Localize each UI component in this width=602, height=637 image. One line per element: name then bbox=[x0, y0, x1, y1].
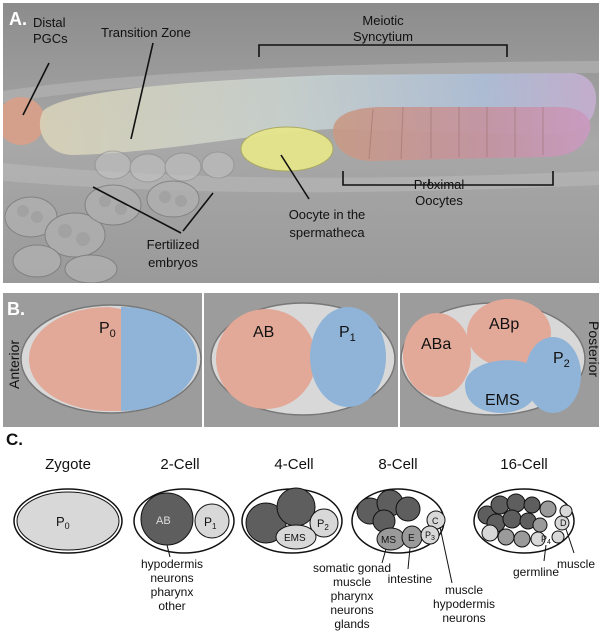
eight-cell-ms-label: MS bbox=[381, 535, 396, 546]
ems-label: EMS bbox=[485, 392, 520, 409]
stage-4cell-title: 4-Cell bbox=[274, 456, 313, 473]
ab-fate-4: other bbox=[158, 599, 185, 613]
spermatheca-label-line2: spermatheca bbox=[289, 225, 365, 240]
embryo-four-cell bbox=[400, 299, 586, 416]
four-cell-diagram bbox=[241, 487, 343, 554]
stage-16cell-title: 16-Cell bbox=[500, 456, 548, 473]
eight-cell-e-label: E bbox=[408, 533, 415, 544]
ms-fate-3: pharynx bbox=[331, 589, 374, 603]
zygote-p0-label: P0 bbox=[56, 514, 70, 531]
ms-fate-1: somatic gonad bbox=[313, 561, 391, 575]
panel-c-svg: C. Zygote 2-Cell 4-Cell 8-Cell 16-Cell P… bbox=[6, 430, 595, 631]
d-fate-label: muscle bbox=[557, 557, 595, 571]
panel-c-lineage-diagram: C. Zygote 2-Cell 4-Cell 8-Cell 16-Cell P… bbox=[0, 427, 602, 637]
panel-b-embryo-micrographs: B. Anterior Posterior P0 AB P1 ABa ABp P… bbox=[3, 293, 599, 427]
eight-cell-diagram bbox=[351, 488, 446, 554]
e-fate-label: intestine bbox=[388, 572, 433, 586]
p4-fate-label: germline bbox=[513, 565, 559, 579]
four-cell-ems-label: EMS bbox=[284, 533, 306, 544]
sixteen-cell-d-label: D bbox=[560, 518, 567, 528]
stage-8cell-title: 8-Cell bbox=[378, 456, 417, 473]
proximal-label-line1: Proximal bbox=[414, 177, 465, 192]
panel-a-svg: A. Distal PGCs Transition Zone Meiotic S… bbox=[3, 3, 599, 283]
ab-label: AB bbox=[253, 324, 274, 341]
ms-fates-list: somatic gonad muscle pharynx neurons gla… bbox=[313, 561, 391, 631]
sixteen-cell-p4-label: P4 bbox=[541, 534, 551, 546]
c-fate-2: hypodermis bbox=[433, 597, 495, 611]
embryos-label-line2: embryos bbox=[148, 255, 198, 270]
ms-fate-2: muscle bbox=[333, 575, 371, 589]
fertilized-embryos-cluster bbox=[4, 180, 200, 283]
distal-pgcs-label-line1: Distal bbox=[33, 15, 66, 30]
meiotic-label-line1: Meiotic bbox=[362, 13, 404, 28]
embryos-label-line1: Fertilized bbox=[147, 237, 200, 252]
proximal-label-line2: Oocytes bbox=[415, 193, 463, 208]
c-fate-1: muscle bbox=[445, 583, 483, 597]
two-cell-ab-label: AB bbox=[156, 515, 171, 527]
abp-label: ABp bbox=[489, 316, 519, 333]
panel-b-letter: B. bbox=[7, 299, 25, 319]
spermatheca-label-line1: Oocyte in the bbox=[289, 207, 366, 222]
panel-b-svg: B. Anterior Posterior P0 AB P1 ABa ABp P… bbox=[3, 293, 599, 427]
zygote-diagram bbox=[13, 488, 123, 554]
ab-fate-3: pharynx bbox=[151, 585, 194, 599]
eight-cell-c-label: C bbox=[432, 516, 439, 526]
panel-c-letter: C. bbox=[6, 430, 23, 449]
two-cell-p1-label: P1 bbox=[204, 515, 217, 531]
meiotic-label-line2: Syncytium bbox=[353, 29, 413, 44]
posterior-label: Posterior bbox=[586, 321, 599, 377]
ab-fate-1: hypodermis bbox=[141, 557, 203, 571]
panel-a-letter: A. bbox=[9, 9, 27, 29]
sixteen-cell-diagram bbox=[473, 488, 575, 554]
ms-fate-4: neurons bbox=[330, 603, 373, 617]
transition-zone-label: Transition Zone bbox=[101, 25, 191, 40]
embryo-one-cell bbox=[20, 304, 202, 414]
spermatheca-oocyte bbox=[240, 126, 334, 172]
proximal-oocytes-region bbox=[333, 107, 591, 161]
panel-a-gonad-micrograph: A. Distal PGCs Transition Zone Meiotic S… bbox=[3, 3, 599, 283]
p2-label: P2 bbox=[553, 350, 570, 370]
p1-label: P1 bbox=[339, 324, 356, 344]
ab-fate-2: neurons bbox=[150, 571, 193, 585]
c-fate-3: neurons bbox=[442, 611, 485, 625]
stage-zygote-title: Zygote bbox=[45, 456, 91, 473]
two-cell-diagram bbox=[133, 488, 235, 554]
aba-label: ABa bbox=[421, 336, 451, 353]
embryo-two-cell bbox=[210, 302, 396, 416]
c-fates-list: muscle hypodermis neurons bbox=[433, 583, 495, 625]
distal-pgcs-label-line2: PGCs bbox=[33, 31, 68, 46]
ms-fate-5: glands bbox=[334, 617, 369, 631]
anterior-label: Anterior bbox=[6, 340, 22, 389]
ab-fates-list: hypodermis neurons pharynx other bbox=[141, 557, 203, 613]
distal-pgcs-region bbox=[3, 97, 45, 145]
p0-label: P0 bbox=[99, 320, 116, 340]
stage-2cell-title: 2-Cell bbox=[160, 456, 199, 473]
meiotic-syncytium-region bbox=[39, 73, 597, 155]
eight-cell-p3-label: P3 bbox=[425, 530, 435, 542]
four-cell-p2-label: P2 bbox=[317, 518, 329, 532]
